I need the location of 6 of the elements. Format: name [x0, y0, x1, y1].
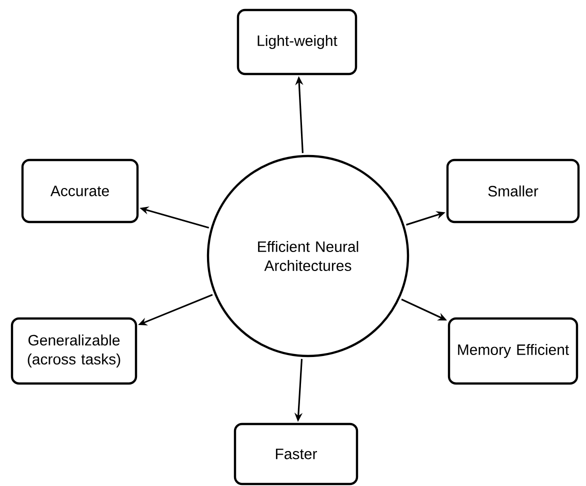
attribute-box: Accurate	[21, 158, 139, 224]
attribute-box: Generalizable (across tasks)	[10, 317, 138, 385]
attribute-box: Faster	[234, 422, 358, 486]
attribute-box: Light-weight	[236, 8, 358, 76]
attribute-box: Memory Efficient	[448, 317, 578, 385]
attribute-box: Smaller	[446, 158, 580, 224]
